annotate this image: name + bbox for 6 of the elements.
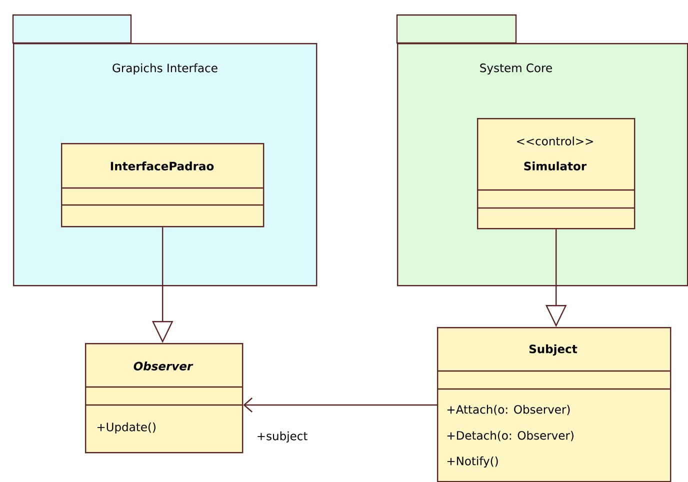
arrow: [243, 398, 437, 412]
class-box: InterfacePadrao: [61, 143, 264, 228]
class-box: Subject +Attach(o: Observer) +Detach(o: Observer) +Notify(): [437, 327, 672, 482]
edge-label: +subject: [255, 430, 309, 444]
class-box: <<control>> Simulator: [477, 118, 636, 230]
class-box: Observer +Update(): [85, 343, 244, 454]
